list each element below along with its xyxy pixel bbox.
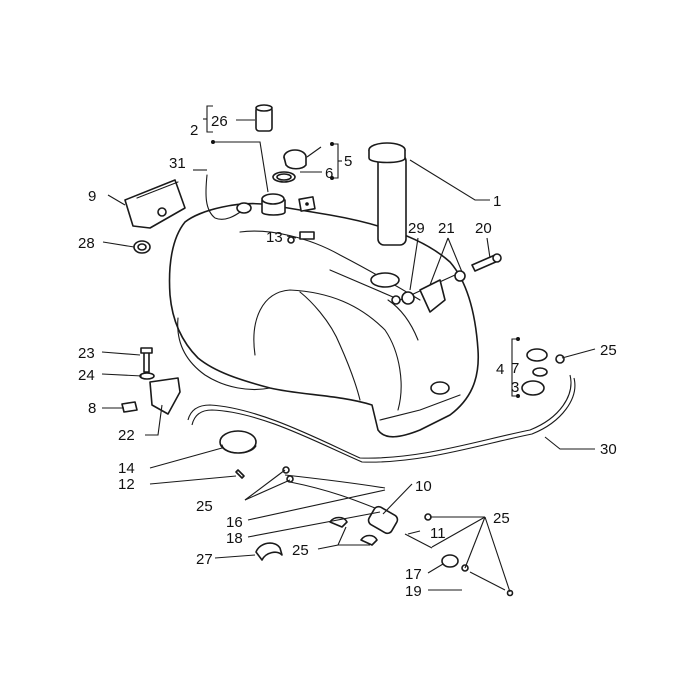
callout-labels: 1 2 3 4 5 6 7 8 9 10 11 12 13 14 16 17 1… [78, 113, 617, 600]
callout-5: 5 [344, 153, 352, 170]
callout-6: 6 [325, 165, 333, 182]
callout-9: 9 [88, 188, 96, 205]
mount-bracket [391, 253, 502, 313]
callout-4: 4 [496, 361, 504, 378]
callout-25c: 25 [493, 510, 510, 527]
callout-13: 13 [266, 229, 283, 246]
callout-12: 12 [118, 476, 135, 493]
breather-box [124, 174, 252, 229]
callout-28: 28 [78, 235, 95, 252]
callout-1: 1 [493, 193, 501, 210]
right-filter [521, 348, 565, 396]
callout-30: 30 [600, 441, 617, 458]
callout-21: 21 [438, 220, 455, 237]
screw-and-plate [287, 196, 316, 244]
callout-31: 31 [169, 155, 186, 172]
lower-fittings [441, 554, 514, 597]
callout-25a: 25 [600, 342, 617, 359]
callout-16: 16 [226, 514, 243, 531]
callout-24: 24 [78, 367, 95, 384]
filler-neck [255, 104, 286, 216]
callout-10: 10 [415, 478, 432, 495]
callout-29: 29 [408, 220, 425, 237]
fuel-tank [168, 202, 480, 438]
callout-14: 14 [118, 460, 135, 477]
fuel-line [187, 374, 576, 463]
filler-cap [272, 149, 307, 183]
lower-hoses [282, 466, 386, 511]
leader-lines [101, 105, 596, 593]
marker-dots [211, 140, 520, 398]
callout-7: 7 [511, 360, 519, 377]
callout-26: 26 [211, 113, 228, 130]
callout-18: 18 [226, 530, 243, 547]
grommet [133, 240, 151, 254]
hose-clamps [255, 516, 378, 561]
filter-housing [219, 430, 257, 479]
callout-19: 19 [405, 583, 422, 600]
callout-27: 27 [196, 551, 213, 568]
callout-3: 3 [511, 379, 519, 396]
callout-22: 22 [118, 427, 135, 444]
callout-20: 20 [475, 220, 492, 237]
callout-25b: 25 [196, 498, 213, 515]
callout-25d: 25 [292, 542, 309, 559]
support-bracket [121, 347, 181, 415]
callout-23: 23 [78, 345, 95, 362]
callout-11: 11 [430, 525, 446, 542]
fuel-level-sender [368, 142, 407, 246]
callout-17: 17 [405, 566, 422, 583]
callout-8: 8 [88, 400, 96, 417]
callout-2: 2 [190, 122, 198, 139]
